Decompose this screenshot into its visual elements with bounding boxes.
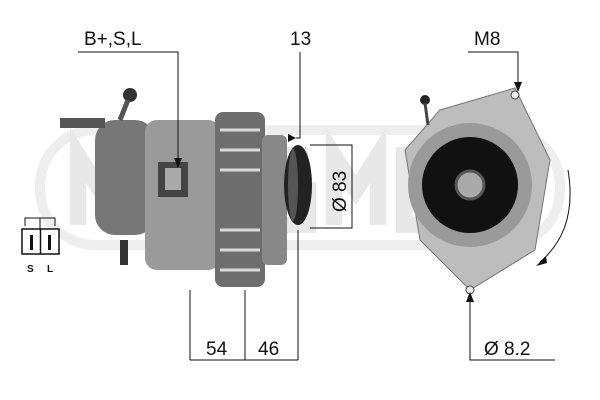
pin-l-label: L xyxy=(47,264,53,275)
pulley-width-label: 13 xyxy=(290,29,311,50)
pulley-diameter-label: Ø 83 xyxy=(330,171,351,212)
alternator-rear-view xyxy=(404,87,551,295)
terminals-label: B+,S,L xyxy=(84,29,142,50)
length-a-label: 54 xyxy=(206,339,228,360)
rotation-arrow xyxy=(536,169,571,266)
hole-diameter-label: Ø 8.2 xyxy=(484,339,530,360)
alternator-side-view xyxy=(60,88,287,287)
pin-s-label: S xyxy=(27,264,34,275)
mount-thread-label: M8 xyxy=(474,29,500,50)
pulley xyxy=(284,145,312,225)
connector-icon xyxy=(21,217,60,255)
length-b-label: 46 xyxy=(258,339,279,360)
dimension-lines xyxy=(78,51,555,361)
